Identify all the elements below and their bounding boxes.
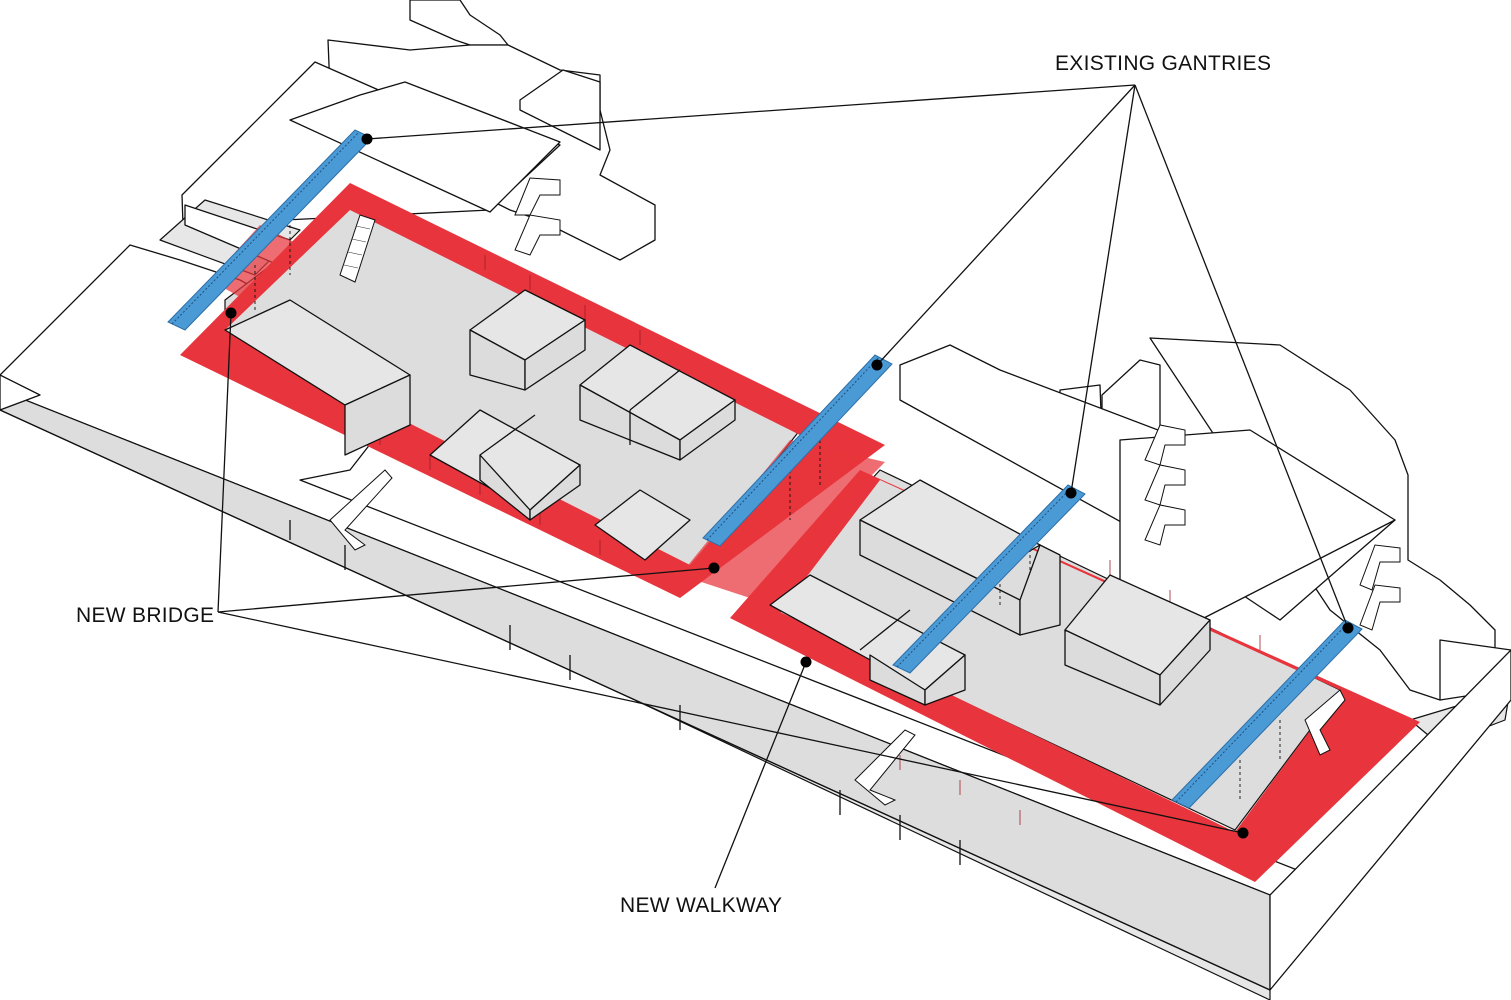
gantry-2 bbox=[702, 354, 893, 547]
existing-gantries bbox=[167, 129, 1363, 809]
leader-dot-gantry-1 bbox=[361, 133, 373, 145]
gantry-3 bbox=[892, 484, 1086, 674]
label-existing-gantries: EXISTING GANTRIES bbox=[1055, 52, 1271, 75]
leader-dot-bridge-2 bbox=[708, 562, 720, 574]
gantry-4 bbox=[1171, 619, 1363, 809]
leader-dot-walkway-end bbox=[1237, 827, 1249, 839]
leader-dot-bridge-1 bbox=[225, 307, 237, 319]
leader-dot-gantry-3 bbox=[1065, 487, 1077, 499]
leader-lines bbox=[217, 84, 1349, 889]
label-new-bridge: NEW BRIDGE bbox=[76, 604, 214, 627]
leader-dot-gantry-4 bbox=[1342, 622, 1354, 634]
label-new-walkway: NEW WALKWAY bbox=[620, 894, 782, 917]
leader-dot-gantry-2 bbox=[871, 359, 883, 371]
leader-dot-walkway bbox=[800, 656, 812, 668]
stairs bbox=[329, 177, 1401, 806]
leader-dots bbox=[225, 133, 1354, 839]
right-buildings bbox=[899, 337, 1511, 746]
